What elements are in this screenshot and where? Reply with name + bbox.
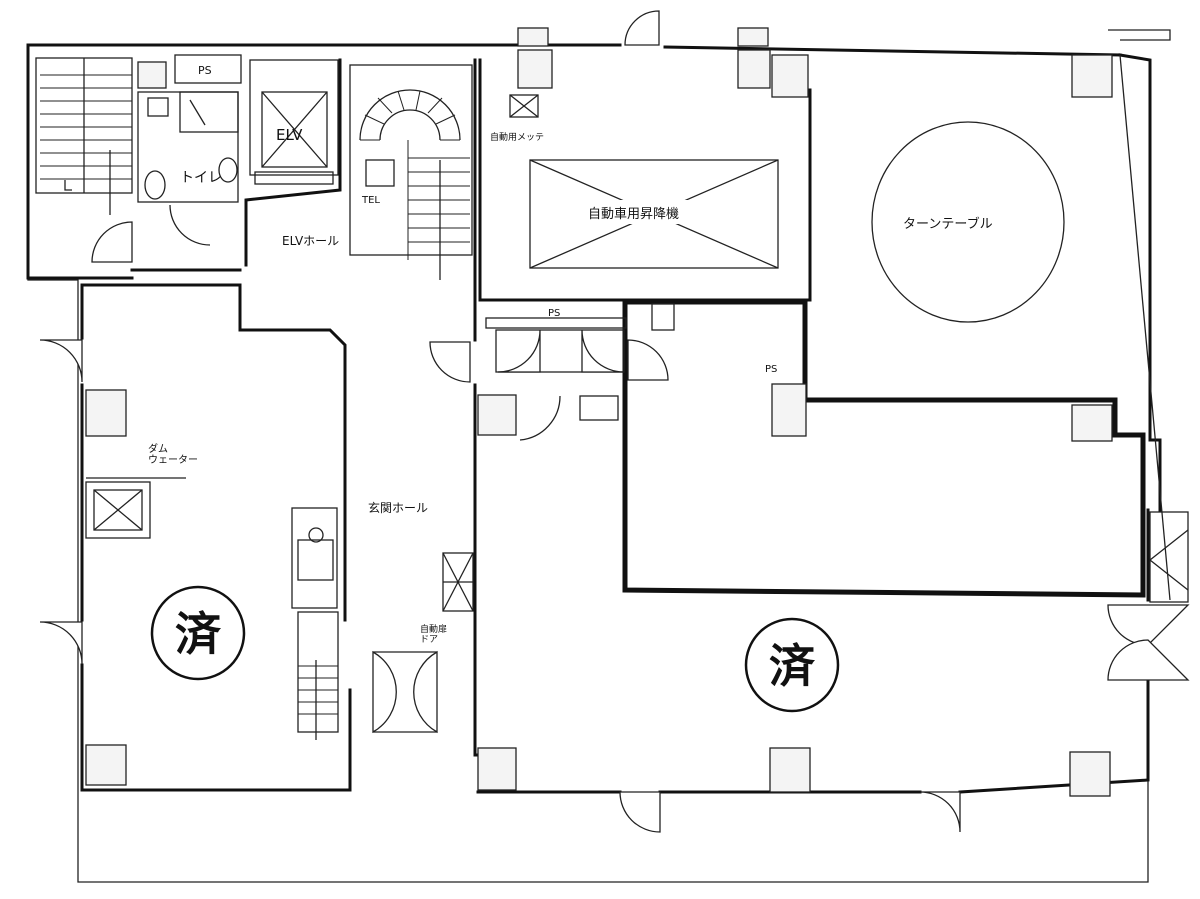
dumbwaiter-label: ダムウェーター xyxy=(148,442,198,466)
entrance-hall-label: 玄関ホール xyxy=(368,500,428,515)
corridor-doors xyxy=(429,341,561,441)
done-right-label: 済 xyxy=(769,639,816,693)
toilet-room: トイレ xyxy=(91,91,239,263)
tel-label: TEL xyxy=(361,195,380,206)
pipe-shaft-mid: PS xyxy=(485,303,675,421)
ps-mid-label: PS xyxy=(548,308,560,319)
site-boundary xyxy=(27,29,1171,883)
done-left-label: 済 xyxy=(175,607,222,661)
central-staircase: TEL ELVホール xyxy=(282,64,473,280)
left-room-details: ダムウェーター xyxy=(39,339,339,786)
pipe-shaft-top: PS xyxy=(137,54,242,89)
parking-elevator-label: 自動車用昇降機 xyxy=(588,207,679,222)
auto-door-label: 自動扉ドア xyxy=(420,623,447,645)
turntable: ターンテーブル xyxy=(871,121,1065,323)
top-columns: 自動用メッテ xyxy=(490,10,1113,143)
elv-hall-label: ELVホール xyxy=(282,234,339,248)
elevator-shaft: ELV xyxy=(249,59,339,185)
done-stamp-right: 済 xyxy=(744,617,840,713)
right-room-details xyxy=(477,511,1190,833)
ps-right-label: PS xyxy=(765,364,777,375)
auto-shop-label: 自動用メッテ xyxy=(490,131,544,143)
entrance-hall: 玄関ホール 自動扉ドア xyxy=(368,500,474,734)
elv-label: ELV xyxy=(276,126,303,144)
done-stamp-left: 済 xyxy=(150,585,246,681)
parking-elevator: 自動車用昇降機 xyxy=(529,159,779,269)
turntable-label: ターンテーブル xyxy=(903,216,993,232)
tenant-boundary xyxy=(622,299,1146,598)
toilet-label: トイレ xyxy=(180,170,222,186)
left-staircase xyxy=(35,57,133,215)
pipe-shaft-right: PS xyxy=(765,364,1113,442)
ps-top-label: PS xyxy=(198,64,212,77)
